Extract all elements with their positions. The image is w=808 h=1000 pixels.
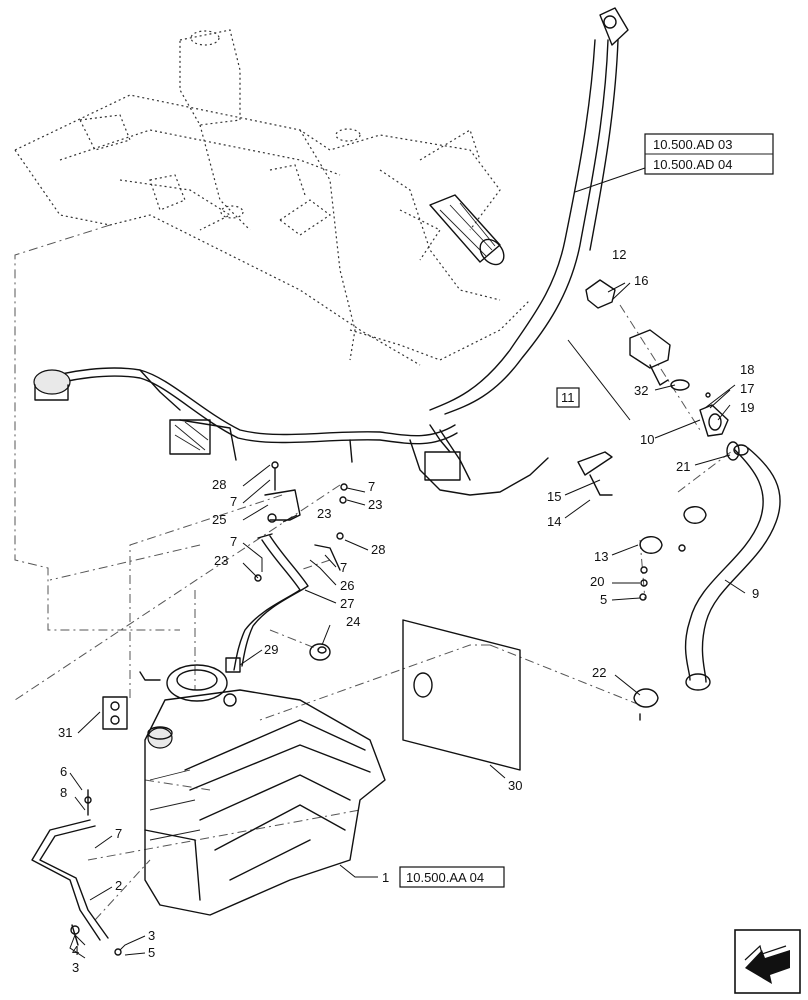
intake-hose <box>429 194 505 266</box>
callout-32: 32 <box>634 383 648 398</box>
hydraulic-tank <box>144 664 386 916</box>
callout-13: 13 <box>594 549 608 564</box>
callout-12: 12 <box>612 247 626 262</box>
callout-7d: 7 <box>230 534 237 549</box>
callout-5b: 5 <box>600 592 607 607</box>
callout-23b: 23 <box>368 497 382 512</box>
callout-22: 22 <box>592 665 606 680</box>
upper-hoses <box>429 7 629 415</box>
callout-3b: 3 <box>72 960 79 975</box>
callout-3a: 3 <box>148 928 155 943</box>
callout-5a: 5 <box>148 945 155 960</box>
ref-10-500-ad-03[interactable]: 10.500.AD 03 <box>653 137 733 152</box>
ref-10-500-aa-04[interactable]: 10.500.AA 04 <box>406 870 484 885</box>
callout-7c: 7 <box>368 479 375 494</box>
sender-wire <box>139 671 161 681</box>
ref-box-aa <box>399 866 505 888</box>
callout-16: 16 <box>634 273 648 288</box>
leader-lines <box>69 167 746 959</box>
callout-28b: 28 <box>371 542 385 557</box>
right-parts <box>567 279 781 721</box>
callout-8: 8 <box>60 785 67 800</box>
callout-26: 26 <box>340 578 354 593</box>
callout-14: 14 <box>547 514 561 529</box>
callout-23a: 23 <box>317 506 331 521</box>
arrow-navigation-icon[interactable] <box>734 929 801 994</box>
callout-11: 11 <box>561 390 575 405</box>
callout-21: 21 <box>676 459 690 474</box>
callout-30: 30 <box>508 778 522 793</box>
callout-25: 25 <box>212 512 226 527</box>
callout-19: 19 <box>740 400 754 415</box>
callout-17: 17 <box>740 381 754 396</box>
callout-7a: 7 <box>115 826 122 841</box>
callout-11-box <box>556 387 580 408</box>
assembly-lines <box>14 224 741 921</box>
callout-labels: 1 2 3 3 4 5 5 6 7 7 7 7 7 8 9 10 11 12 1… <box>58 247 759 975</box>
reference-boxes: 10.500.AD 03 10.500.AD 04 10.500.AA 04 <box>399 133 774 888</box>
wire-harness <box>33 367 549 496</box>
heat-shield-30 <box>402 619 521 771</box>
callout-7b: 7 <box>230 494 237 509</box>
callout-28a: 28 <box>212 477 226 492</box>
ref-10-500-ad-04[interactable]: 10.500.AD 04 <box>653 157 733 172</box>
connector-plate-31 <box>102 696 128 730</box>
breather-line <box>31 789 122 956</box>
callout-10: 10 <box>640 432 654 447</box>
callout-29: 29 <box>264 642 278 657</box>
return-line <box>225 533 309 673</box>
callout-27: 27 <box>340 596 354 611</box>
callout-2: 2 <box>115 878 122 893</box>
callout-31: 31 <box>58 725 72 740</box>
callout-23c: 23 <box>214 553 228 568</box>
callout-18: 18 <box>740 362 754 377</box>
callout-1: 1 <box>382 870 389 885</box>
bracket-25 <box>254 461 348 582</box>
callout-9: 9 <box>752 586 759 601</box>
callout-7e: 7 <box>340 560 347 575</box>
grommet-24 <box>309 643 331 661</box>
callout-20: 20 <box>590 574 604 589</box>
callout-15: 15 <box>547 489 561 504</box>
callout-6: 6 <box>60 764 67 779</box>
callout-24: 24 <box>346 614 360 629</box>
chassis-frame <box>14 29 531 366</box>
callout-4: 4 <box>72 943 79 958</box>
